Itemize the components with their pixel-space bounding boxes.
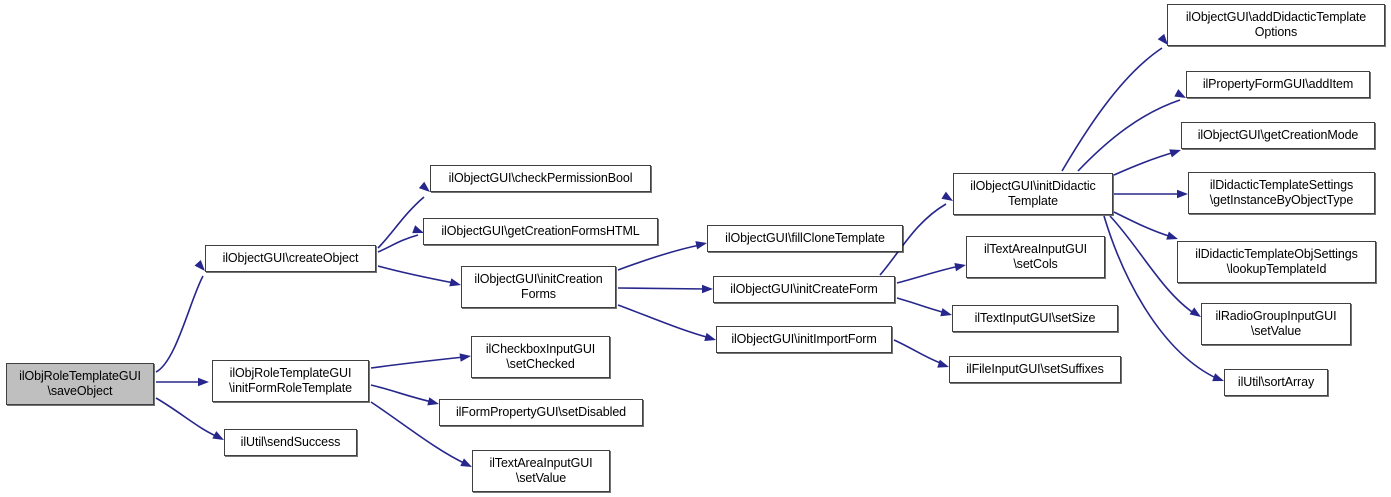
arrowhead-initFormRoleTemplate-to-setChecked — [459, 353, 471, 362]
edge-createObject-to-initCreationForms — [377, 265, 455, 284]
graph-node-getCreationMode[interactable]: ilObjectGUI\getCreationMode — [1181, 122, 1375, 149]
graph-node-setSuffixes[interactable]: ilFileInputGUI\setSuffixes — [949, 356, 1121, 383]
edge-initDidacticTemplate-to-lookupTemplateId — [1113, 211, 1173, 238]
graph-node-initFormRoleTemplate[interactable]: ilObjRoleTemplateGUI \initFormRoleTempla… — [212, 360, 369, 402]
graph-node-initCreateForm[interactable]: ilObjectGUI\initCreateForm — [713, 276, 895, 303]
edge-saveObject-to-createObject — [155, 275, 204, 373]
arrowhead-initDidacticTemplate-to-getInstanceByObjectType — [1177, 189, 1188, 199]
edge-initCreationForms-to-fillCloneTemplate — [617, 244, 701, 271]
edge-saveObject-to-sendSuccess — [155, 397, 217, 437]
graph-node-createObject[interactable]: ilObjectGUI\createObject — [205, 245, 376, 272]
edge-createObject-to-getCreationFormsHTML — [377, 234, 419, 253]
edge-initDidacticTemplate-to-addDidacticTemplateOptions — [1061, 47, 1163, 172]
graph-node-initImportForm[interactable]: ilObjectGUI\initImportForm — [716, 326, 892, 353]
graph-node-radioSetValue[interactable]: ilRadioGroupInputGUI \setValue — [1201, 303, 1351, 345]
edge-initDidacticTemplate-to-getCreationMode — [1113, 151, 1176, 176]
edge-initCreateForm-to-setSize — [896, 297, 947, 314]
graph-node-getCreationFormsHTML[interactable]: ilObjectGUI\getCreationFormsHTML — [423, 218, 658, 245]
graph-node-setCols[interactable]: ilTextAreaInputGUI \setCols — [966, 236, 1105, 278]
arrowhead-initCreationForms-to-initCreateForm — [702, 284, 713, 294]
graph-node-lookupTemplateId[interactable]: ilDidacticTemplateObjSettings \lookupTem… — [1177, 241, 1376, 283]
arrowhead-initCreateForm-to-setCols — [954, 262, 966, 272]
edge-initFormRoleTemplate-to-setDisabled — [370, 384, 433, 403]
graph-node-initDidacticTemplate[interactable]: ilObjectGUI\initDidactic Template — [953, 173, 1113, 215]
edge-initCreateForm-to-setCols — [896, 265, 961, 284]
graph-node-addDidacticTemplateOptions[interactable]: ilObjectGUI\addDidacticTemplate Options — [1167, 4, 1385, 46]
edge-initFormRoleTemplate-to-setChecked — [370, 356, 465, 369]
graph-node-getInstanceByObjectType[interactable]: ilDidacticTemplateSettings \getInstanceB… — [1188, 172, 1375, 214]
edge-initImportForm-to-setSuffixes — [893, 339, 944, 365]
graph-node-saveObject[interactable]: ilObjRoleTemplateGUI \saveObject — [6, 363, 154, 405]
graph-node-fillCloneTemplate[interactable]: ilObjectGUI\fillCloneTemplate — [707, 225, 903, 252]
graph-node-sortArray[interactable]: ilUtil\sortArray — [1224, 369, 1328, 396]
edge-createObject-to-checkPermissionBool — [377, 196, 425, 249]
graph-node-checkPermissionBool[interactable]: ilObjectGUI\checkPermissionBool — [430, 165, 651, 192]
arrowhead-initCreationForms-to-fillCloneTemplate — [695, 241, 707, 250]
edge-initCreationForms-to-initImportForm — [617, 304, 711, 339]
graph-node-setDisabled[interactable]: ilFormPropertyGUI\setDisabled — [439, 399, 643, 426]
arrowhead-saveObject-to-initFormRoleTemplate — [198, 377, 209, 387]
edge-initDidacticTemplate-to-addItem — [1077, 99, 1181, 172]
graph-node-initCreationForms[interactable]: ilObjectGUI\initCreation Forms — [461, 266, 616, 308]
graph-node-textAreaSetValue[interactable]: ilTextAreaInputGUI \setValue — [472, 450, 610, 492]
edge-initCreationForms-to-initCreateForm — [617, 287, 707, 290]
graph-node-setSize[interactable]: ilTextInputGUI\setSize — [952, 305, 1118, 332]
graph-node-sendSuccess[interactable]: ilUtil\sendSuccess — [224, 429, 357, 456]
graph-node-setChecked[interactable]: ilCheckboxInputGUI \setChecked — [471, 336, 610, 378]
graph-node-addItem[interactable]: ilPropertyFormGUI\addItem — [1186, 71, 1370, 98]
